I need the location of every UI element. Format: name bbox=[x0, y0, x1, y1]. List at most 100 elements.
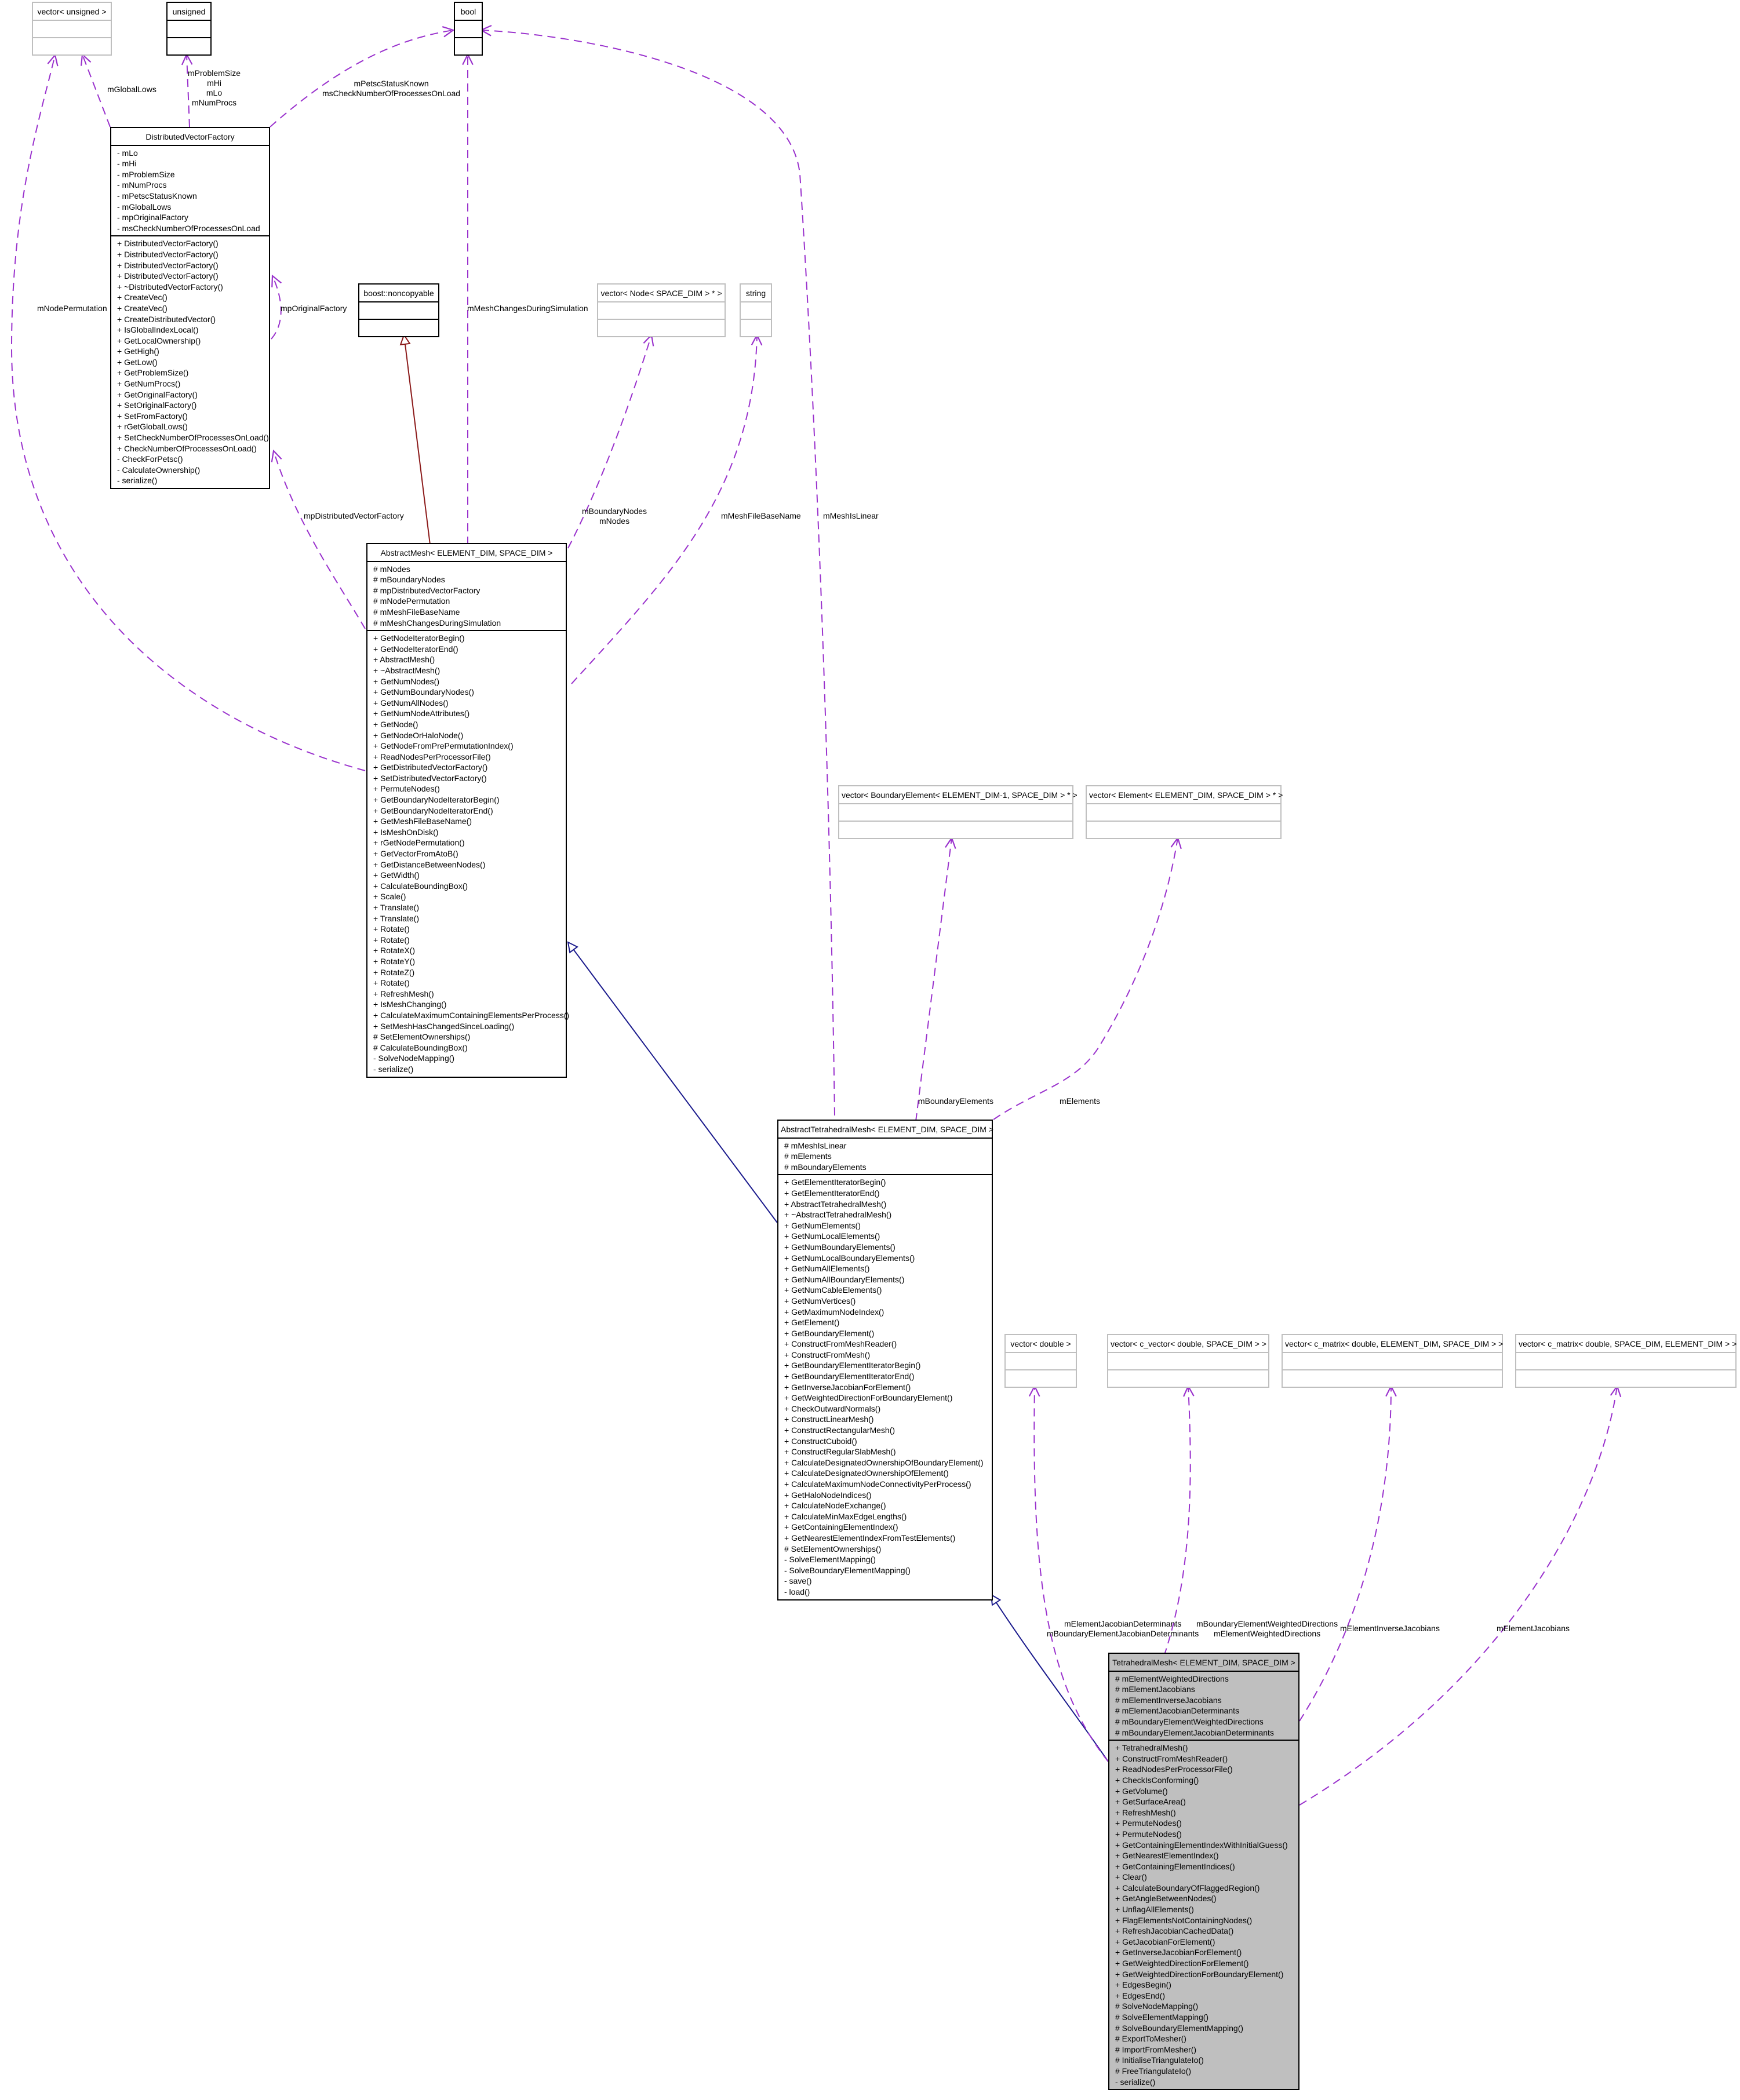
assoc-unsigned bbox=[187, 54, 190, 127]
class-vector-element: vector< Element< ELEMENT_DIM, SPACE_DIM … bbox=[1086, 785, 1283, 839]
method-item: + ConstructLinearMesh() bbox=[784, 1414, 874, 1424]
method-item: # SolveNodeMapping() bbox=[1115, 2001, 1199, 2011]
class-title: DistributedVectorFactory bbox=[111, 128, 269, 146]
attribute-item: - mHi bbox=[117, 159, 137, 169]
attribute-item: - mLo bbox=[117, 148, 138, 158]
assoc-mpDistributedVectorFactory bbox=[274, 451, 366, 629]
method-item: + Rotate() bbox=[373, 935, 410, 945]
method-item: + Translate() bbox=[373, 903, 419, 912]
method-item: + SetCheckNumberOfProcessesOnLoad() bbox=[117, 433, 269, 443]
inherit-abstractmesh-noncopyable bbox=[404, 335, 431, 545]
class-title: unsigned bbox=[168, 3, 210, 21]
method-item: + GetOriginalFactory() bbox=[117, 389, 198, 399]
method-item: + CreateVec() bbox=[117, 293, 168, 302]
method-item: + GetNumElements() bbox=[784, 1220, 861, 1230]
edge-label-mpDistributedVectorFactory: mpDistributedVectorFactory bbox=[304, 511, 404, 520]
method-item: + ReadNodesPerProcessorFile() bbox=[1115, 1764, 1233, 1774]
method-item: + UnflagAllElements() bbox=[1115, 1905, 1194, 1915]
method-item: + FlagElementsNotContainingNodes() bbox=[1115, 1915, 1253, 1925]
method-item: + CalculateDesignatedOwnershipOfElement(… bbox=[784, 1468, 949, 1478]
method-item: + ConstructRectangularMesh() bbox=[784, 1425, 896, 1435]
attribute-item: # mNodes bbox=[373, 564, 410, 574]
attribute-item: - msCheckNumberOfProcessesOnLoad bbox=[117, 223, 260, 233]
class-title: vector< Node< SPACE_DIM > * > bbox=[598, 285, 725, 302]
edge-label-vec-double: mElementJacobianDeterminants mBoundaryEl… bbox=[1047, 1619, 1199, 1639]
method-item: + GetNumAllBoundaryElements() bbox=[784, 1274, 905, 1284]
attribute-item: - mGlobalLows bbox=[117, 202, 172, 212]
class-title: vector< Element< ELEMENT_DIM, SPACE_DIM … bbox=[1087, 786, 1283, 804]
attribute-item: # mElements bbox=[784, 1151, 832, 1161]
method-item: + SetFromFactory() bbox=[117, 411, 188, 421]
class-vector-c-vector: vector< c_vector< double, SPACE_DIM > > bbox=[1107, 1334, 1269, 1388]
method-item: - SolveNodeMapping() bbox=[373, 1053, 455, 1063]
methods-section: + DistributedVectorFactory()+ Distribute… bbox=[111, 236, 269, 488]
attributes-section bbox=[168, 21, 210, 38]
attribute-item: # mBoundaryElementJacobianDeterminants bbox=[1115, 1727, 1274, 1737]
edge-label-line: mElementJacobianDeterminants bbox=[1064, 1619, 1182, 1628]
class-title: bool bbox=[455, 3, 482, 21]
method-item: + EdgesEnd() bbox=[1115, 1990, 1165, 2000]
method-item: + CalculateDesignatedOwnershipOfBoundary… bbox=[784, 1457, 984, 1467]
method-item: - CheckForPetsc() bbox=[117, 454, 183, 464]
method-item: + IsMeshOnDisk() bbox=[373, 827, 439, 837]
method-item: + GetNumLocalElements() bbox=[784, 1231, 880, 1241]
edge-label-mMeshChangesDuringSimulation: mMeshChangesDuringSimulation bbox=[467, 304, 588, 313]
attributes-section: # mElementWeightedDirections# mElementJa… bbox=[1109, 1672, 1298, 1741]
assoc-vec-cmatrix1 bbox=[1299, 1386, 1391, 1722]
class-title: AbstractTetrahedralMesh< ELEMENT_DIM, SP… bbox=[778, 1121, 993, 1139]
method-item: # InitialiseTriangulateIo() bbox=[1115, 2055, 1204, 2065]
edge-label-mMeshIsLinear: mMeshIsLinear bbox=[823, 511, 879, 520]
class-vector-c-matrix-space-element: vector< c_matrix< double, SPACE_DIM, ELE… bbox=[1515, 1334, 1737, 1388]
methods-section bbox=[839, 822, 1072, 838]
class-title: vector< unsigned > bbox=[33, 3, 111, 21]
method-item: + GetNearestElementIndexFromTestElements… bbox=[784, 1533, 956, 1543]
method-item: - serialize() bbox=[1115, 2077, 1156, 2087]
edge-label-vec-cvector: mBoundaryElementWeightedDirections mElem… bbox=[1196, 1619, 1338, 1639]
attribute-item: # mBoundaryNodes bbox=[373, 575, 445, 585]
methods-section bbox=[1516, 1370, 1735, 1387]
method-item: + ConstructFromMeshReader() bbox=[784, 1339, 897, 1349]
method-item: # CalculateBoundingBox() bbox=[373, 1042, 468, 1052]
methods-section bbox=[1283, 1370, 1502, 1387]
methods-section bbox=[168, 38, 210, 54]
attributes-section: - mLo- mHi- mProblemSize- mNumProcs- mPe… bbox=[111, 146, 269, 237]
attributes-section bbox=[455, 21, 482, 38]
method-item: + ~DistributedVectorFactory() bbox=[117, 282, 223, 291]
edge-label-mElementInverseJacobians: mElementInverseJacobians bbox=[1340, 1624, 1440, 1633]
method-item: + GetLow() bbox=[117, 357, 158, 367]
method-item: + RefreshJacobianCachedData() bbox=[1115, 1926, 1234, 1936]
edge-label-mElementJacobians: mElementJacobians bbox=[1497, 1624, 1570, 1633]
method-item: + Clear() bbox=[1115, 1872, 1147, 1882]
class-string: string bbox=[740, 283, 772, 337]
assoc-boundaryelements bbox=[915, 838, 952, 1122]
method-item: + GetNumBoundaryNodes() bbox=[373, 687, 474, 697]
attributes-section bbox=[1516, 1353, 1735, 1370]
method-item: + GetElement() bbox=[784, 1318, 840, 1328]
edge-label-line: mBoundaryElementJacobianDeterminants bbox=[1047, 1629, 1199, 1638]
method-item: # SetElementOwnerships() bbox=[784, 1544, 882, 1554]
methods-section: + GetNodeIteratorBegin()+ GetNodeIterato… bbox=[367, 631, 569, 1076]
method-item: + GetElementIteratorEnd() bbox=[784, 1188, 880, 1198]
method-item: + ReadNodesPerProcessorFile() bbox=[373, 752, 491, 761]
method-item: + CalculateBoundaryOfFlaggedRegion() bbox=[1115, 1883, 1260, 1893]
attributes-section: # mNodes# mBoundaryNodes# mpDistributedV… bbox=[367, 562, 566, 632]
methods-section bbox=[598, 320, 725, 336]
method-item: + rGetNodePermutation() bbox=[373, 838, 465, 848]
attribute-item: # mElementWeightedDirections bbox=[1115, 1674, 1229, 1683]
assoc-elements bbox=[993, 838, 1178, 1120]
method-item: - save() bbox=[784, 1576, 812, 1586]
method-item: + DistributedVectorFactory() bbox=[117, 239, 219, 249]
method-item: + GetWidth() bbox=[373, 870, 420, 880]
method-item: + GetNumCableElements() bbox=[784, 1285, 882, 1295]
assoc-mGlobalLows bbox=[82, 54, 111, 127]
methods-section bbox=[359, 320, 438, 336]
edge-label-mNodePermutation: mNodePermutation bbox=[37, 304, 107, 313]
assoc-meshislinear bbox=[481, 30, 835, 1116]
method-item: + SetDistributedVectorFactory() bbox=[373, 773, 487, 783]
class-unsigned: unsigned bbox=[166, 2, 212, 56]
method-item: + ~AbstractMesh() bbox=[373, 665, 441, 675]
method-item: + GetSurfaceArea() bbox=[1115, 1797, 1186, 1807]
method-item: + Scale() bbox=[373, 892, 406, 902]
edge-label-line: mBoundaryNodes bbox=[582, 506, 647, 516]
edge-label-line: mPetscStatusKnown bbox=[354, 79, 429, 88]
